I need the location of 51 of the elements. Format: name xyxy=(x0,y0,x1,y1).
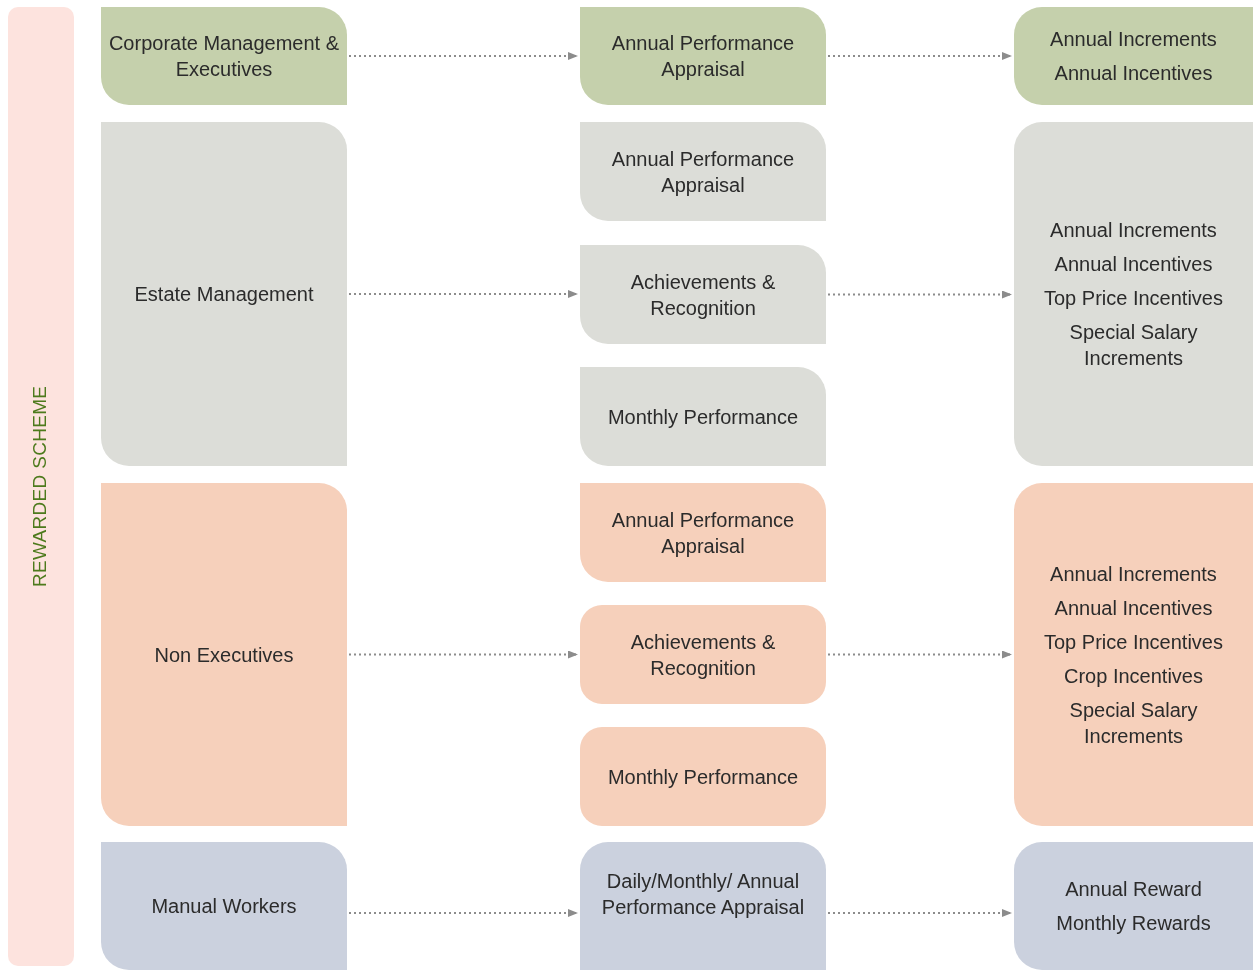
list-item: Annual Incentives xyxy=(1053,595,1214,621)
box-label: Daily/Monthly/ Annual Performance Appraisal xyxy=(600,869,806,920)
category-box xyxy=(580,122,826,221)
list-item: Annual Increments xyxy=(1049,561,1218,587)
category-box xyxy=(101,483,347,826)
list-item: Annual Reward xyxy=(1064,877,1203,902)
box-label: Annual Performance Appraisal xyxy=(610,146,796,198)
dotted-arrow xyxy=(348,909,579,917)
box-label: Monthly Performance xyxy=(606,404,800,430)
category-box xyxy=(580,727,826,826)
category-box xyxy=(580,245,826,344)
category-box xyxy=(580,605,826,704)
box-label: Annual Performance Appraisal xyxy=(610,507,796,559)
category-box xyxy=(580,483,826,582)
reward-list-box xyxy=(1014,483,1253,826)
list-item: Annual Incentives xyxy=(1053,252,1214,277)
side-band xyxy=(8,7,74,966)
list-item: Top Price Incentives xyxy=(1043,629,1224,655)
list-item: Monthly Rewards xyxy=(1055,911,1212,936)
list-item: Annual Increments xyxy=(1049,27,1218,52)
list-item: Special Salary Increments xyxy=(1068,320,1199,371)
box-label: Manual Workers xyxy=(150,894,298,919)
reward-list-box xyxy=(1014,122,1253,466)
category-box xyxy=(580,7,826,105)
list-item: Crop Incentives xyxy=(1063,663,1204,689)
category-box xyxy=(580,367,826,466)
category-box xyxy=(101,842,347,970)
category-box xyxy=(101,122,347,466)
list-item: Top Price Incentives xyxy=(1043,286,1224,311)
list-item: Annual Incentives xyxy=(1053,61,1214,86)
box-label: Annual Performance Appraisal xyxy=(610,31,796,82)
vertical-title: REWARDED SCHEME xyxy=(28,385,52,588)
box-label: Achievements & Recognition xyxy=(629,629,777,681)
dotted-arrow xyxy=(827,650,1013,659)
dotted-arrow xyxy=(827,290,1013,299)
box-label: Corporate Management & Executives xyxy=(107,31,341,82)
box-label: Estate Management xyxy=(133,282,315,307)
box-label: Non Executives xyxy=(153,642,295,668)
dotted-arrow xyxy=(827,909,1013,917)
list-item: Special Salary Increments xyxy=(1068,697,1199,749)
dotted-arrow xyxy=(348,52,579,60)
list-item: Annual Increments xyxy=(1049,218,1218,243)
category-box xyxy=(101,7,347,105)
box-label: Achievements & Recognition xyxy=(629,269,777,321)
dotted-arrow xyxy=(348,650,579,659)
reward-list-box xyxy=(1014,7,1253,105)
dotted-arrow xyxy=(827,52,1013,60)
dotted-arrow xyxy=(348,290,579,298)
box-label: Monthly Performance xyxy=(606,764,800,790)
category-box xyxy=(580,842,826,970)
reward-list-box xyxy=(1014,842,1253,970)
